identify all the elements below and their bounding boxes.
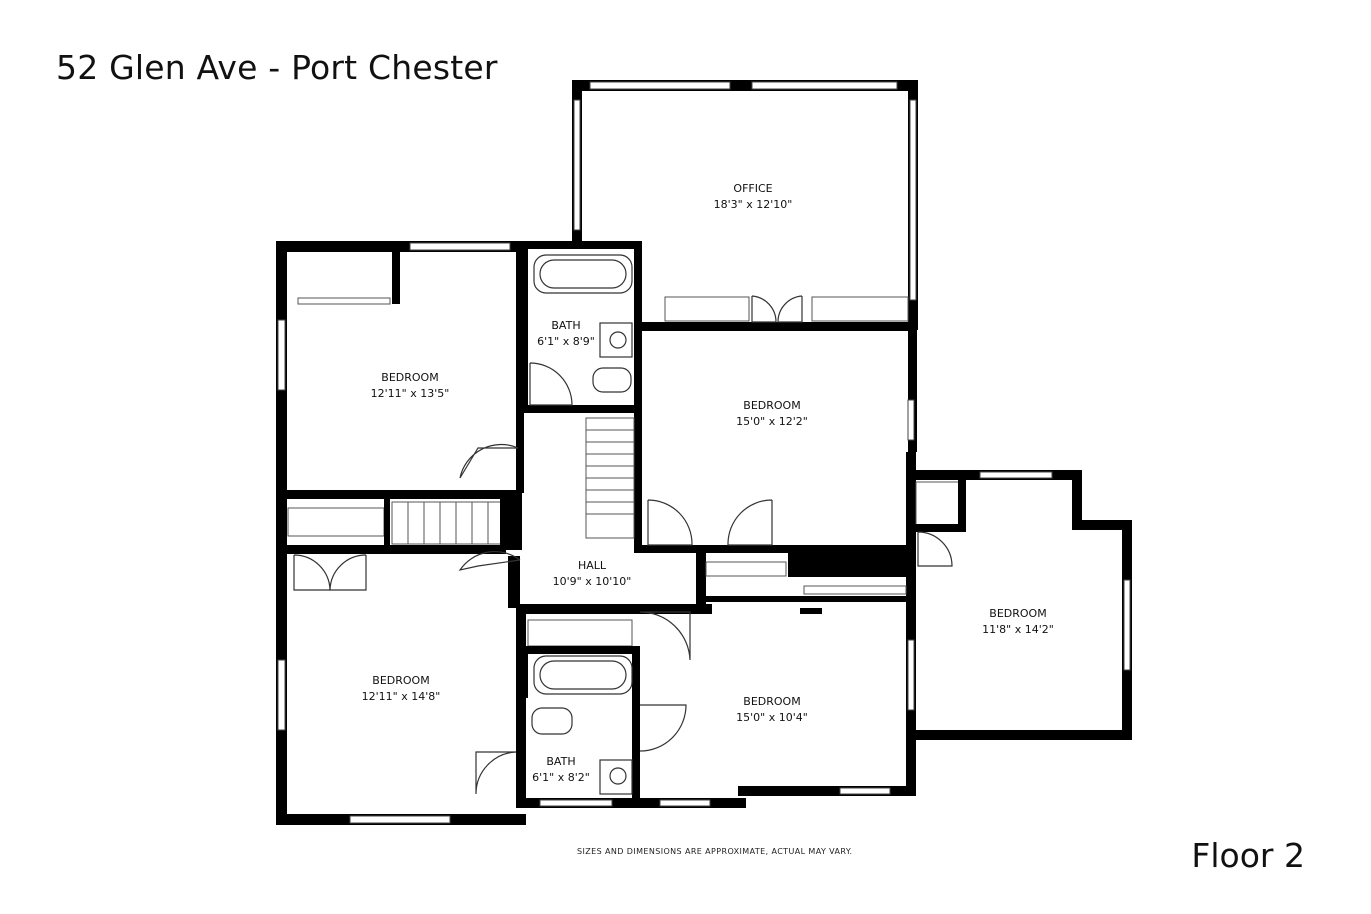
floor-label: Floor 2 xyxy=(1191,836,1305,875)
interior-walls xyxy=(276,241,917,806)
office-name: OFFICE xyxy=(733,182,772,195)
hall-name: HALL xyxy=(578,559,607,572)
office-dims: 18'3" x 12'10" xyxy=(714,198,793,211)
bedroom-south-name: BEDROOM xyxy=(743,695,800,708)
bath-fixtures xyxy=(531,254,633,795)
bedroom-center-name: BEDROOM xyxy=(743,399,800,412)
bedroom-center-dims: 15'0" x 12'2" xyxy=(736,415,808,428)
bedroom-sw-name: BEDROOM xyxy=(372,674,429,687)
exterior-walls xyxy=(276,241,916,825)
bath-upper-name: BATH xyxy=(551,319,580,332)
plan-title: 52 Glen Ave - Port Chester xyxy=(56,48,498,87)
bath-lower-dims: 6'1" x 8'2" xyxy=(532,771,590,784)
bedroom-nw-dims: 12'11" x 13'5" xyxy=(371,387,450,400)
bedroom-south-dims: 15'0" x 10'4" xyxy=(736,711,808,724)
disclaimer-note: SIZES AND DIMENSIONS ARE APPROXIMATE, AC… xyxy=(577,847,853,856)
east-bedroom-walls xyxy=(906,470,1132,740)
bath-upper-dims: 6'1" x 8'9" xyxy=(537,335,595,348)
stair-central xyxy=(585,417,635,539)
bedroom-nw-name: BEDROOM xyxy=(381,371,438,384)
office-walls xyxy=(572,80,918,330)
bedroom-sw-dims: 12'11" x 14'8" xyxy=(362,690,441,703)
bedroom-east-dims: 11'8" x 14'2" xyxy=(982,623,1054,636)
stair-west xyxy=(391,501,503,545)
bath-lower-name: BATH xyxy=(546,755,575,768)
door-swings xyxy=(293,295,953,795)
bedroom-east-name: BEDROOM xyxy=(989,607,1046,620)
hall-dims: 10'9" x 10'10" xyxy=(553,575,632,588)
